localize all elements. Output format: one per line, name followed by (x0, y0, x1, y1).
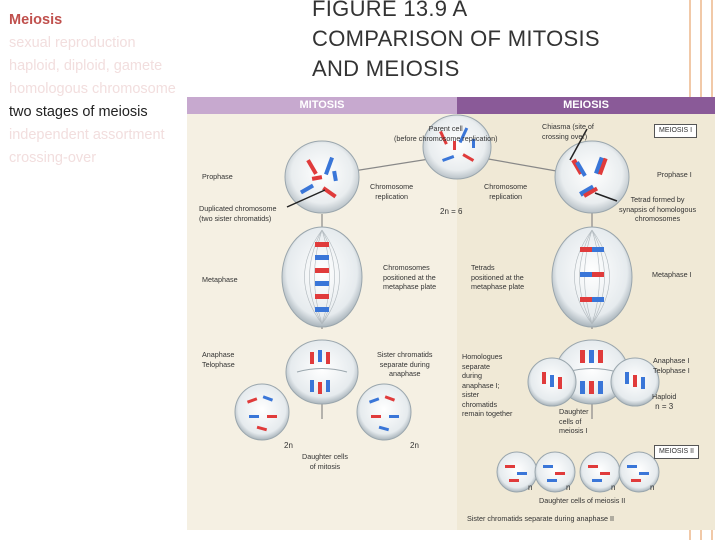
label-line: of mitosis (309, 461, 341, 471)
title-line: COMPARISON OF MITOSIS (312, 26, 600, 51)
figure-drawing (234, 114, 660, 493)
topic-item: independent assortment (9, 127, 165, 143)
label-line: (two sister chromatids) (199, 213, 272, 223)
label-line: separate (462, 361, 490, 371)
prophase-cell-mitosis (284, 140, 360, 214)
daughter-cell-meiosis1-right (610, 357, 660, 407)
label-line: during (462, 371, 482, 380)
label-line: Tetrads (471, 263, 495, 272)
label-line: positioned at the (383, 272, 436, 282)
tetrad-label: Tetrad formed by synapsis of homologous … (619, 195, 696, 224)
label-line: Daughter (559, 407, 589, 416)
label-line: Daughter cells (302, 452, 348, 461)
daughter-cells-mitosis-label: Daughter cells of mitosis (302, 452, 348, 471)
sister-chromatids-separate-label: Sister chromatids separate during anapha… (377, 350, 433, 379)
label-line: anaphase I; (462, 380, 500, 390)
label-line: Chromosome (370, 182, 414, 191)
metaphase-cell-mitosis (281, 226, 363, 328)
label-line: meiosis I (559, 426, 588, 435)
daughter-cell-mitosis-right (356, 383, 412, 441)
two-n-left-label: 2n (284, 441, 293, 450)
label-line: anaphase (388, 369, 421, 378)
topic-item: crossing-over (9, 150, 97, 166)
topic-item: sexual reproduction (9, 35, 136, 51)
two-n-right-label: 2n (410, 441, 419, 450)
homologues-separate-label: Homologues separate during anaphase I; s… (462, 352, 512, 419)
label-line: Telophase I (653, 365, 690, 375)
daughter-cell-meiosis1-left (527, 357, 577, 407)
sister-chromatids-anaphase2-label: Sister chromatids separate during anapha… (467, 514, 615, 523)
metaphase-cell-meiosis (551, 226, 633, 328)
slide-title: FIGURE 13.9 A COMPARISON OF MITOSIS AND … (312, 0, 692, 84)
topic-item: haploid, diploid, gamete (9, 58, 163, 74)
label-line: Chiasma (site of (542, 122, 594, 131)
topic-item: two stages of meiosis (9, 104, 148, 120)
duplicated-chromosome-label: Duplicated chromosome (two sister chroma… (199, 204, 277, 223)
title-line: AND MEIOSIS (312, 56, 460, 81)
n-label: n (566, 483, 571, 492)
anaphase-cell-mitosis (285, 339, 359, 405)
label-line: separate during (379, 359, 430, 369)
label-line: crossing over) (542, 131, 588, 141)
topic-list: Meiosis sexual reproduction haploid, dip… (9, 9, 199, 170)
metaphase-label: Metaphase (202, 275, 238, 284)
daughter-cells-meiosis2-label: Daughter cells of meiosis II (539, 496, 626, 505)
n-label: n (528, 483, 533, 492)
label-line: Tetrad formed by (630, 195, 685, 204)
two-n-6-label: 2n = 6 (440, 207, 463, 216)
mitosis-meiosis-figure: MITOSIS MEIOSIS (187, 97, 715, 530)
label-line: Chromosomes (383, 263, 430, 272)
replication-left-label: Chromosome replication (370, 182, 413, 201)
label-line: metaphase plate (383, 282, 437, 291)
haploid-label: Haploid n = 3 (652, 392, 676, 411)
label-line: positioned at the (471, 272, 524, 282)
meiosis1-box: MEIOSIS I (654, 124, 698, 138)
label-line: Chromosome (484, 182, 528, 191)
prophase-1-label: Prophase I (657, 170, 692, 179)
title-line: FIGURE 13.9 A (312, 0, 468, 21)
label-line: Anaphase I (653, 356, 690, 365)
meiosis-header: MEIOSIS (457, 97, 715, 114)
label-line: Parent cell (428, 124, 463, 133)
chromosomes-positioned-label: Chromosomes positioned at the metaphase … (383, 263, 436, 292)
prophase-cell-meiosis (554, 140, 630, 214)
n-label: n (650, 483, 655, 492)
label-line: Sister chromatids (377, 350, 433, 359)
chiasma-label: Chiasma (site of crossing over) (542, 122, 594, 141)
label-line: replication (489, 191, 522, 201)
mitosis-header: MITOSIS (187, 97, 457, 114)
parent-cell (422, 114, 492, 180)
label-line: replication (375, 191, 408, 201)
anaphase-telophase-label: Anaphase Telophase (202, 350, 235, 369)
prophase-label: Prophase (202, 172, 233, 181)
tetrads-positioned-label: Tetrads positioned at the metaphase plat… (471, 263, 524, 292)
label-line: Anaphase (202, 350, 235, 359)
label-line: chromosomes (634, 214, 681, 223)
label-line: Haploid (652, 392, 677, 401)
anaphase-telophase-1-label: Anaphase I Telophase I (653, 356, 690, 375)
topic-item: Meiosis (9, 12, 63, 28)
label-line: synapsis of homologous (619, 204, 697, 214)
label-line: remain together (462, 409, 513, 418)
label-line: sister (462, 390, 480, 399)
label-line: Duplicated chromosome (199, 204, 277, 213)
daughter-cells-meiosis1-label: Daughter cells of meiosis I (559, 407, 589, 436)
label-line: cells of (559, 416, 582, 426)
label-line: Telophase (202, 359, 235, 369)
replication-right-label: Chromosome replication (484, 182, 527, 201)
daughter-cell-mitosis-left (234, 383, 290, 441)
pointer-lines (286, 128, 618, 208)
topic-item: homologous chromosome (9, 81, 176, 97)
n-label: n (611, 483, 616, 492)
label-line: n = 3 (655, 401, 674, 411)
meiosis2-box: MEIOSIS II (654, 445, 700, 459)
label-line: (before chromosome replication) (394, 133, 498, 143)
daughter-cells-meiosis2 (496, 451, 660, 493)
label-line: chromatids (462, 399, 498, 409)
label-line: Homologues (462, 352, 503, 361)
label-line: metaphase plate (471, 282, 525, 291)
parent-cell-label: Parent cell (before chromosome replicati… (394, 124, 497, 143)
metaphase-1-label: Metaphase I (652, 270, 692, 279)
